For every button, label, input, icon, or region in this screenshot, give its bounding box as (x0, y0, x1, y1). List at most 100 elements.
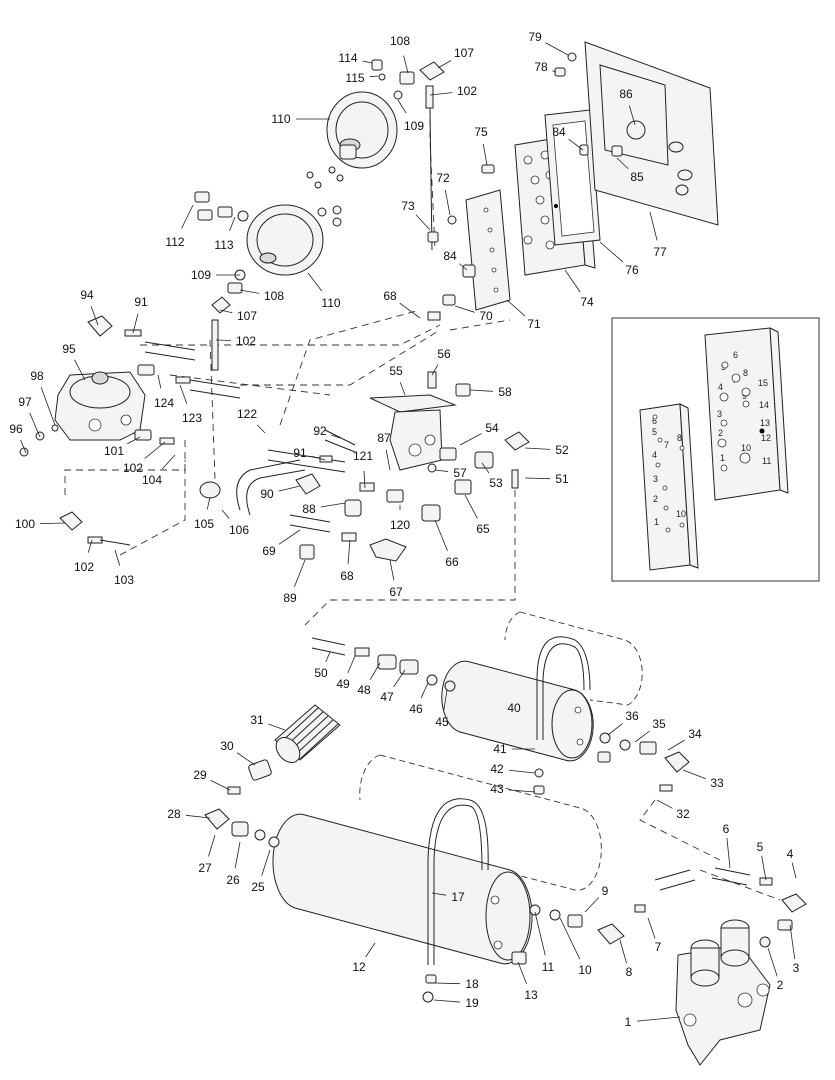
inset-right-label: 15 (758, 378, 768, 388)
leader-line (278, 529, 301, 545)
leader-line (347, 539, 351, 565)
leader-line (667, 739, 685, 751)
treadle-valve (369, 371, 471, 473)
valve-fittings (295, 431, 530, 562)
callout-number: 6 (723, 822, 730, 836)
leader-line (278, 485, 301, 492)
leader-line (294, 559, 306, 587)
hose-clamp (199, 481, 221, 499)
callout-number: 54 (485, 421, 499, 435)
callout-number: 97 (18, 395, 32, 409)
callout-number: 96 (9, 422, 23, 436)
callout-number: 107 (454, 46, 474, 60)
inset-right-label: 13 (760, 418, 770, 428)
callout-number: 108 (390, 34, 410, 48)
callout-number: 88 (302, 502, 316, 516)
callout-number: 84 (443, 249, 457, 263)
callout-number: 95 (62, 342, 76, 356)
callout-number: 107 (237, 309, 257, 323)
callout-number: 32 (676, 807, 690, 821)
callout-number: 7 (655, 940, 662, 954)
callout-number: 26 (226, 873, 240, 887)
leader-line (464, 494, 478, 519)
leader-line (429, 92, 453, 96)
callout-number: 3 (793, 961, 800, 975)
dual-brake-valve (675, 877, 807, 1066)
leader-line (20, 439, 27, 454)
leader-line (347, 655, 356, 674)
leader-line (397, 99, 407, 114)
callout-number: 40 (507, 701, 521, 715)
leader-line (559, 917, 581, 960)
leader-line (431, 364, 439, 376)
leader-line (365, 942, 376, 958)
leader-line (206, 496, 211, 510)
callout-number: 91 (293, 446, 307, 460)
hoses (144, 341, 751, 891)
callout-number: 25 (251, 880, 265, 894)
leader-line (320, 502, 346, 508)
callout-number: 120 (390, 518, 410, 532)
leader-line (433, 982, 461, 985)
brake-chamber-upper (306, 91, 398, 189)
callout-number: 66 (445, 555, 459, 569)
leader-line (767, 947, 778, 977)
inset-right-label: 12 (761, 433, 771, 443)
leader-line (607, 723, 623, 736)
inset-right-label: 14 (759, 400, 769, 410)
leader-line (420, 682, 429, 699)
leader-line (399, 302, 421, 319)
callout-number: 76 (625, 263, 639, 277)
leader-line (369, 662, 381, 680)
inset-detail-box: 6 5 8 7 4 3 2 1 10 6 5 8 7 15 4 9 3 14 1… (611, 317, 820, 582)
callout-number: 33 (710, 776, 724, 790)
callout-number: 29 (193, 768, 207, 782)
leader-line (257, 424, 266, 434)
callout-number: 2 (777, 978, 784, 992)
callout-number: 68 (383, 289, 397, 303)
leader-line (682, 769, 706, 780)
callout-number: 103 (114, 573, 134, 587)
leader-line (179, 384, 188, 405)
inset-right-label: 8 (743, 368, 748, 378)
callout-number: 110 (271, 112, 290, 126)
callout-number: 4 (787, 847, 794, 861)
callout-number: 123 (182, 411, 202, 425)
inset-right-label: 11 (762, 456, 771, 466)
callout-number: 27 (198, 861, 212, 875)
cover-plate-77 (427, 41, 719, 243)
inset-left-label: 8 (677, 433, 682, 443)
callout-number: 100 (15, 517, 35, 531)
callout-number: 57 (453, 466, 467, 480)
manifold-plate-71 (427, 189, 511, 321)
callout-number: 106 (229, 523, 249, 537)
callout-number: 42 (490, 762, 504, 776)
leader-line (433, 999, 461, 1003)
leader-line (219, 309, 233, 314)
leader-line (634, 730, 650, 743)
leader-line (234, 841, 241, 869)
leader-line (469, 389, 494, 392)
leader-line (311, 455, 326, 461)
leader-line (616, 157, 629, 170)
inset-right-label: 6 (733, 350, 738, 360)
callout-number: 56 (437, 347, 451, 361)
callout-number: 30 (220, 739, 234, 753)
inset-left-label: 6 (652, 416, 657, 426)
leader-line (29, 412, 41, 438)
callout-labels: 1234567891011121317181925262728293031323… (9, 30, 799, 1029)
leader-line (584, 897, 600, 913)
callout-number: 75 (474, 125, 488, 139)
callout-number: 53 (489, 476, 503, 490)
leader-line (132, 313, 139, 334)
leader-line (431, 892, 447, 896)
callout-number: 102 (236, 334, 256, 348)
callout-number: 67 (389, 585, 403, 599)
inset-left-label: 7 (664, 440, 669, 450)
leader-line (508, 769, 536, 774)
callout-number: 85 (630, 170, 644, 184)
callout-number: 1 (625, 1015, 632, 1029)
inset-right-label: 4 (718, 382, 723, 392)
callout-number: 28 (167, 807, 181, 821)
